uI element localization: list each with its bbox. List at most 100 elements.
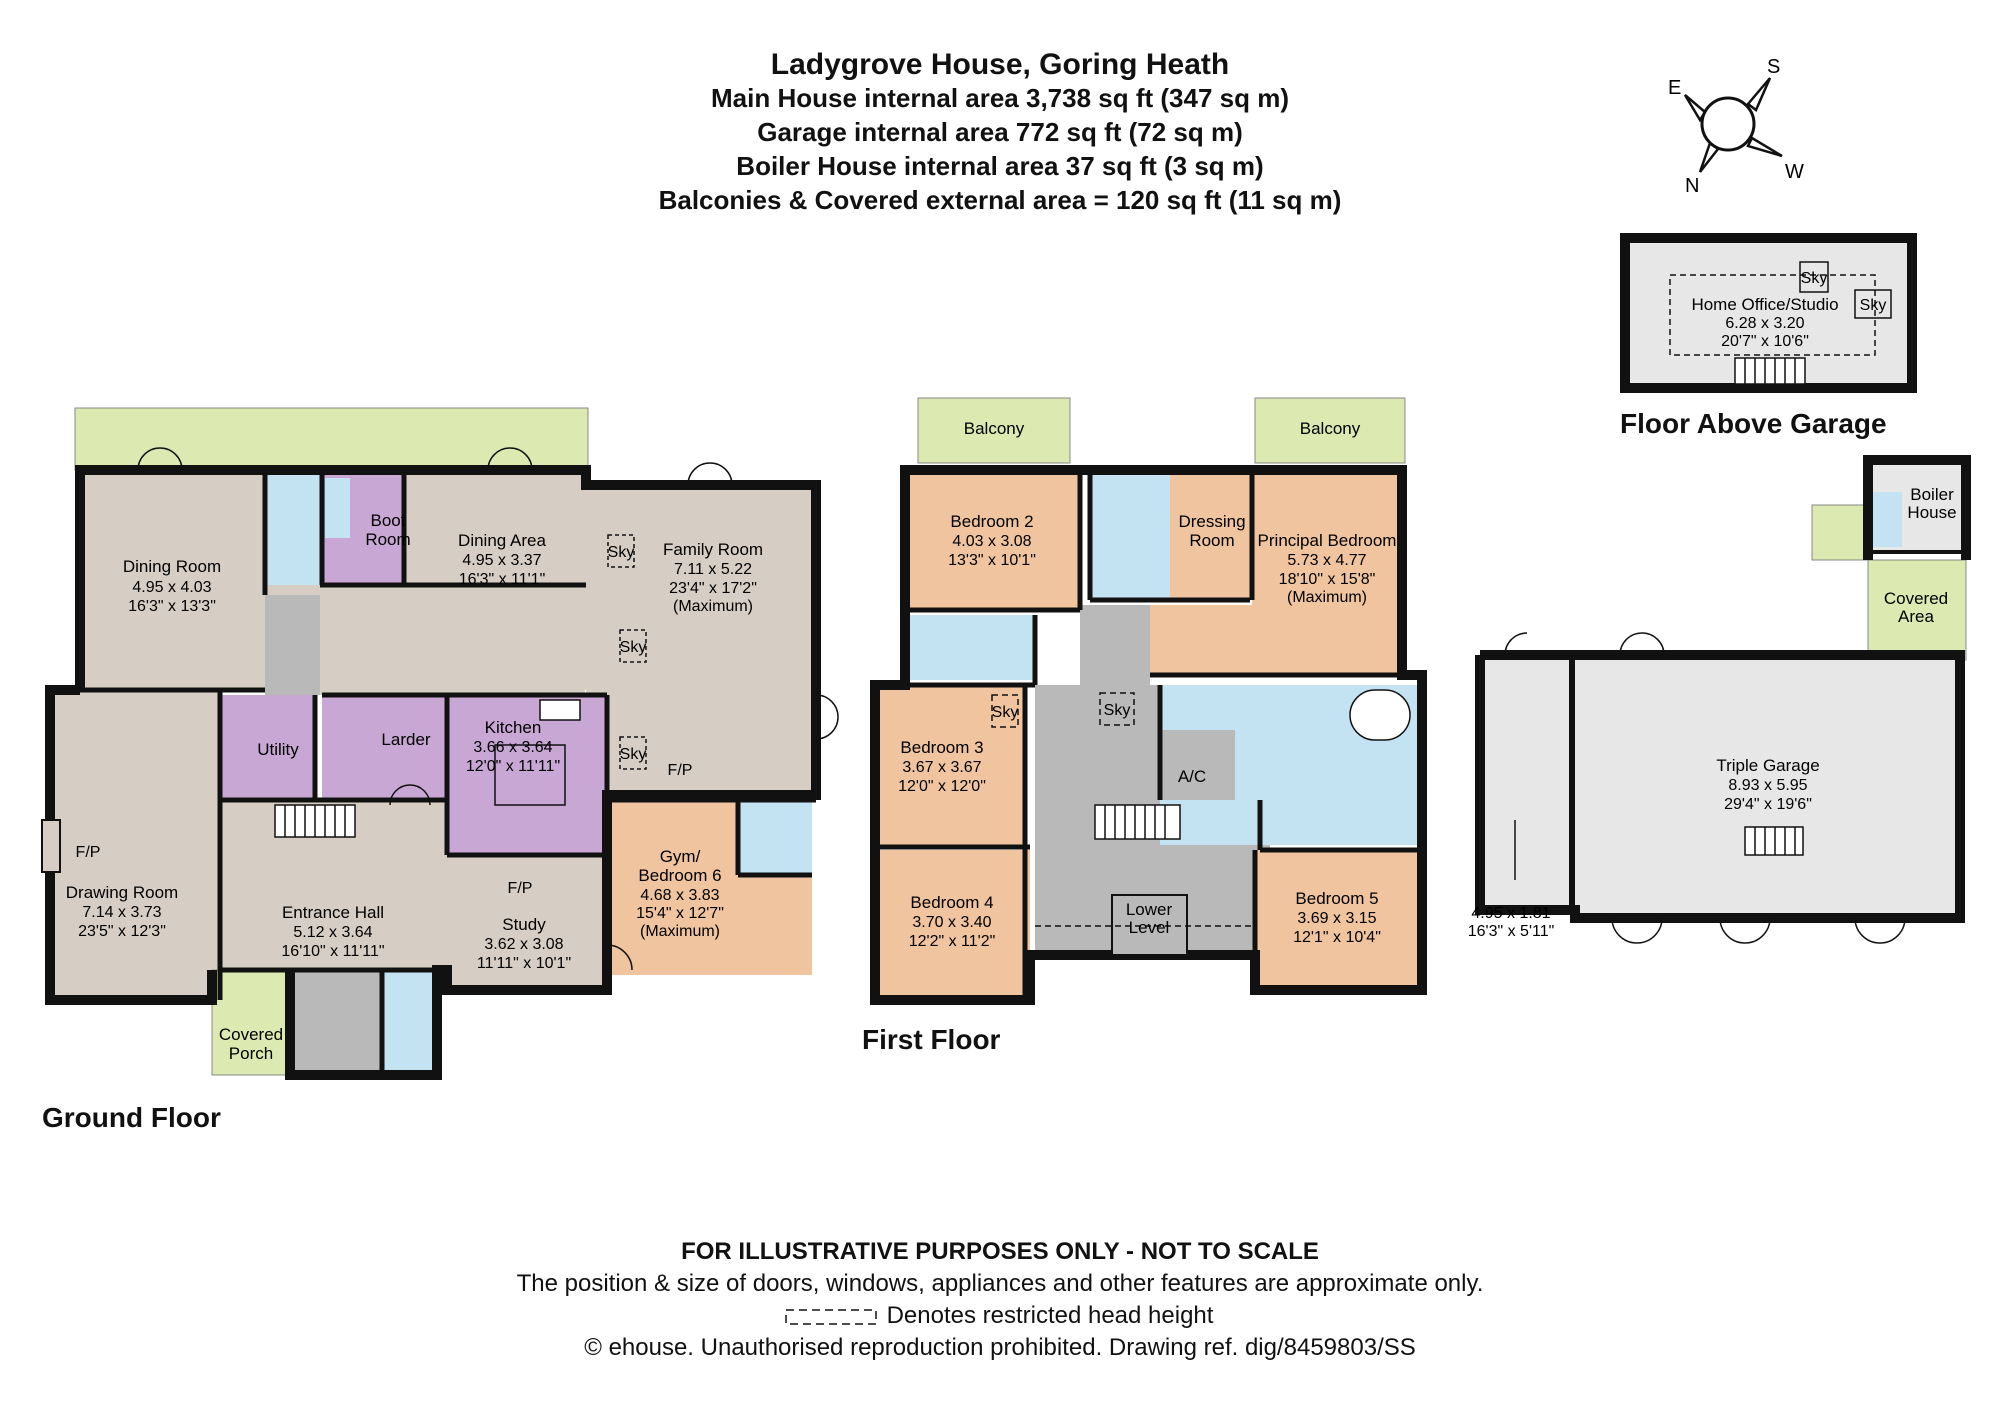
study-metric: 3.62 x 3.08	[484, 936, 563, 953]
kitchen-metric: 3.66 x 3.64	[473, 739, 552, 756]
boot-room-name-2: Room	[365, 530, 410, 549]
bedroom5-area	[1255, 850, 1420, 990]
compass-circle	[1700, 96, 1756, 152]
boiler-wc	[1872, 492, 1902, 547]
boiler-walls	[1863, 455, 1971, 560]
door-dining-area-terrace	[487, 447, 533, 471]
utility-area	[220, 695, 315, 800]
ground-floor-labels: Dining Room 4.95 x 4.03 16'3" x 13'3" Bo…	[66, 511, 763, 1063]
restricted-zone-office	[1669, 274, 1876, 356]
sky-label-3: Sky	[620, 746, 647, 763]
principal-metric: 5.73 x 4.77	[1287, 552, 1366, 569]
door-dining-terrace	[137, 447, 183, 471]
dining-area-name: Dining Area	[458, 531, 546, 550]
ac-name: A/C	[1178, 767, 1206, 786]
ground-floor-label: Ground Floor	[42, 1102, 221, 1133]
garage-door-2	[1719, 917, 1771, 944]
entrance-hall-imperial: 16'10" x 11'11"	[281, 943, 384, 960]
compass-w: W	[1785, 161, 1804, 183]
compass-point-w	[1746, 136, 1783, 158]
balcony-principal	[1254, 397, 1406, 464]
ground-floor-plan	[41, 407, 839, 1080]
ground-west-wall	[45, 685, 217, 1005]
restricted-legend-symbol	[785, 1309, 877, 1325]
porch-hall	[292, 970, 382, 1075]
triple-garage-area	[1575, 658, 1960, 918]
porch-wc	[382, 970, 437, 1075]
bedroom2-imperial: 13'3" x 10'1"	[948, 552, 1036, 569]
covered-porch-area	[211, 969, 291, 1076]
family-room-metric: 7.11 x 5.22	[674, 561, 752, 578]
dressing-lower	[1150, 605, 1252, 675]
dressing-name-2: Room	[1189, 531, 1234, 550]
bedroom3-imperial: 12'0" x 12'0"	[898, 778, 986, 795]
above-garage-labels: Sky Sky Home Office/Studio 6.28 x 3.20 2…	[1691, 270, 1886, 350]
home-office-imperial: 20'7" x 10'6"	[1721, 333, 1809, 350]
restricted-legend-text: Denotes restricted head height	[0, 1302, 2000, 1330]
kitchen-imperial: 12'0" x 11'11"	[466, 758, 560, 775]
boiler-house-area: Boiler House internal area 37 sq ft (3 s…	[736, 151, 1264, 181]
skylight-1	[607, 534, 635, 568]
compass-point-n	[1698, 140, 1720, 173]
compass-e: E	[1668, 77, 1681, 99]
lower-level-box	[1111, 894, 1188, 956]
gym-note: (Maximum)	[640, 923, 720, 940]
compass-n: N	[1685, 175, 1699, 197]
drawing-room-imperial: 23'5" x 12'3"	[78, 923, 166, 940]
ground-stairs	[274, 804, 356, 838]
bedroom5-name: Bedroom 5	[1295, 889, 1378, 908]
entrance-hall-metric: 5.12 x 3.64	[293, 924, 372, 941]
sky-label-office-2: Sky	[1860, 297, 1887, 314]
compass-s: S	[1767, 56, 1780, 78]
ac-cupboard	[1160, 730, 1235, 800]
dining-area-imperial: 16'3" x 11'1"	[459, 571, 546, 588]
first-floor-labels: Balcony Balcony Bedroom 2 4.03 x 3.08 13…	[898, 419, 1396, 950]
gym-metric: 4.68 x 3.83	[640, 887, 719, 904]
disclaimer-heading: FOR ILLUSTRATIVE PURPOSES ONLY - NOT TO …	[681, 1238, 1319, 1265]
garage-labels: Boiler House Covered Area Triple Garage …	[1468, 485, 1957, 940]
disclaimer-text: The position & size of doors, windows, a…	[516, 1270, 1484, 1297]
covered-area-name-1: Covered	[1884, 589, 1948, 608]
study-imperial: 11'11" x 10'1"	[477, 955, 571, 972]
bath-tub	[1349, 689, 1411, 741]
sky-label-office-1: Sky	[1801, 270, 1828, 287]
covered-porch-name-1: Covered	[219, 1025, 283, 1044]
dining-room-metric: 4.95 x 4.03	[132, 579, 211, 596]
office-stairs	[1734, 357, 1806, 385]
dining-room-area	[80, 470, 265, 690]
skylight-3	[619, 736, 647, 770]
hall-passage	[265, 595, 320, 695]
jack-jill-bath	[905, 615, 1035, 680]
sky-label-landing: Sky	[1104, 702, 1131, 719]
fireplace	[41, 819, 61, 873]
study-area	[447, 855, 607, 990]
drawing-room-metric: 7.14 x 3.73	[82, 904, 161, 921]
dining-room-imperial: 16'3" x 13'3"	[128, 598, 216, 615]
bedroom4-imperial: 12'2" x 11'2"	[909, 933, 996, 950]
kitchen-name: Kitchen	[485, 718, 542, 737]
first-stairs	[1094, 804, 1181, 840]
copyright-text: © ehouse. Unauthorised reproduction proh…	[584, 1334, 1416, 1361]
family-room-name: Family Room	[663, 540, 763, 559]
bedroom5-imperial: 12'1" x 10'4"	[1293, 929, 1381, 946]
family-room-area	[586, 485, 816, 795]
sky-label-1: Sky	[608, 544, 635, 561]
compass-rose: E S N W	[1668, 56, 1804, 197]
floor-above-garage-plan	[1620, 233, 1917, 393]
triple-garage-name: Triple Garage	[1716, 756, 1819, 775]
fp-label-drawing: F/P	[76, 844, 101, 861]
door-study	[606, 944, 633, 971]
cloak-wc	[265, 475, 322, 595]
plan-title: Ladygrove House, Goring Heath	[770, 48, 1230, 81]
balcony-label-1: Balcony	[964, 419, 1025, 438]
garage-door-1	[1611, 917, 1663, 944]
bedroom2-area	[905, 475, 1080, 610]
lower-level-name-1: Lower	[1126, 900, 1173, 919]
garage-stairs	[1744, 826, 1804, 856]
bedroom4-name: Bedroom 4	[910, 893, 993, 912]
door-family-room	[687, 462, 733, 486]
lower-level-name-2: Level	[1129, 918, 1170, 937]
bedroom4-metric: 3.70 x 3.40	[912, 914, 991, 931]
door-larder	[389, 784, 431, 806]
covered-area-garage	[1867, 559, 1967, 661]
